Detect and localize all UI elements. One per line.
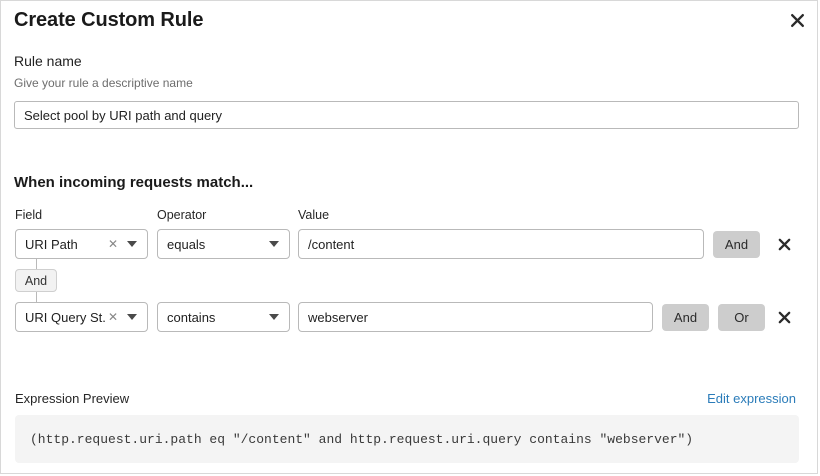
delete-x-icon[interactable] — [772, 232, 796, 256]
field-select-value-row-2: URI Query St... — [25, 309, 106, 325]
operator-select-value-row-1: equals — [167, 236, 206, 252]
column-header-value: Value — [298, 208, 330, 222]
value-input-row-1[interactable] — [298, 229, 704, 259]
operator-select-row-1[interactable]: equals — [157, 229, 290, 259]
condition-row: URI Query St... ✕ contains And Or — [1, 302, 817, 332]
operator-select-row-2[interactable]: contains — [157, 302, 290, 332]
column-header-field: Field — [15, 208, 43, 222]
connector-line-top — [36, 259, 37, 269]
rule-name-help-text: Give your rule a descriptive name — [14, 76, 193, 90]
page-title: Create Custom Rule — [14, 9, 204, 31]
and-button-row-1[interactable]: And — [713, 231, 760, 258]
chevron-down-icon[interactable] — [269, 241, 279, 247]
chevron-down-icon[interactable] — [127, 241, 137, 247]
clear-x-icon[interactable]: ✕ — [107, 310, 118, 324]
value-input-row-2[interactable] — [298, 302, 653, 332]
column-header-operator: Operator — [157, 208, 207, 222]
chevron-down-icon[interactable] — [127, 314, 137, 320]
field-select-value-row-1: URI Path — [25, 236, 78, 252]
expression-preview-code: (http.request.uri.path eq "/content" and… — [15, 415, 799, 463]
connector-and-badge[interactable]: And — [15, 269, 57, 292]
connector-line-bottom — [36, 292, 37, 302]
or-button-row-2[interactable]: Or — [718, 304, 765, 331]
edit-expression-link[interactable]: Edit expression — [707, 391, 796, 406]
operator-select-value-row-2: contains — [167, 309, 216, 325]
clear-x-icon[interactable]: ✕ — [107, 237, 118, 251]
delete-x-icon[interactable] — [772, 305, 796, 329]
field-select-row-2[interactable]: URI Query St... ✕ — [15, 302, 148, 332]
condition-row: URI Path ✕ equals And — [1, 229, 817, 259]
close-icon[interactable] — [784, 7, 810, 33]
chevron-down-icon[interactable] — [269, 314, 279, 320]
and-button-row-2[interactable]: And — [662, 304, 709, 331]
expression-preview-label: Expression Preview — [15, 391, 130, 406]
conditions-heading: When incoming requests match... — [14, 174, 254, 191]
rule-name-label: Rule name — [14, 53, 82, 69]
rule-name-input[interactable] — [14, 101, 799, 129]
field-select-row-1[interactable]: URI Path ✕ — [15, 229, 148, 259]
